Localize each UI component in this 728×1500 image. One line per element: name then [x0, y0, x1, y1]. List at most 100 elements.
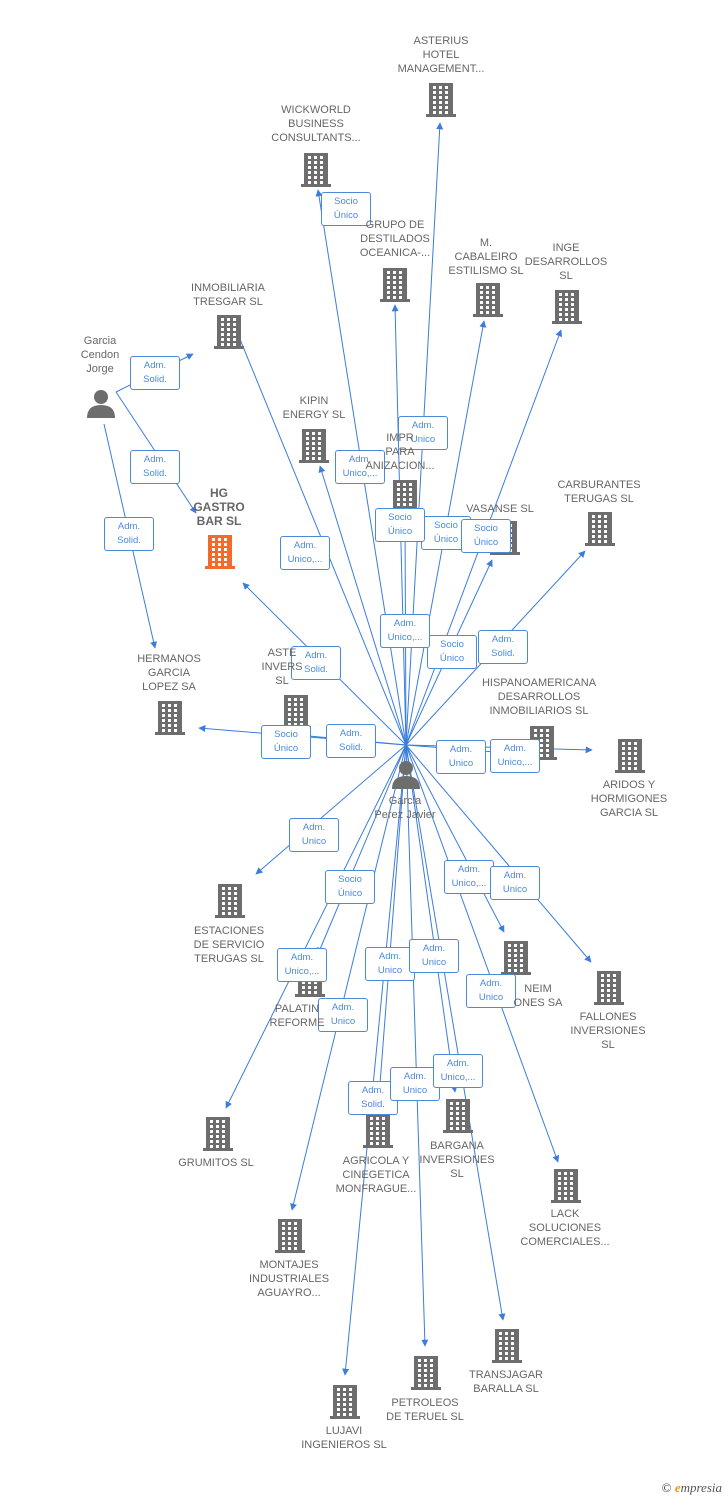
- node-label-fallones[interactable]: FALLONES INVERSIONES SL: [570, 1011, 646, 1051]
- edge-garcia_perez-to-montajes: [290, 744, 407, 1211]
- node-label-montajes[interactable]: MONTAJES INDUSTRIALES AGUAYRO...: [248, 1259, 330, 1299]
- edge-label[interactable]: Adm. Solid.: [326, 724, 376, 758]
- edge-garcia_perez-to-bargana: [405, 744, 458, 1093]
- edge-label[interactable]: Adm. Solid.: [130, 356, 180, 390]
- copyright-symbol: ©: [661, 1480, 672, 1495]
- person-icon[interactable]: [392, 761, 420, 789]
- edge-label[interactable]: Adm. Unico,...: [490, 739, 540, 773]
- edge-label[interactable]: Adm. Unico,...: [433, 1054, 483, 1088]
- node-label-palatin[interactable]: PALATIN REFORME: [269, 1003, 325, 1029]
- company-building-icon[interactable]: [275, 1219, 305, 1253]
- node-label-wickworld[interactable]: WICKWORLD BUSINESS CONSULTANTS...: [271, 104, 361, 144]
- person-icon[interactable]: [87, 390, 115, 418]
- node-label-petroleos[interactable]: PETROLEOS DE TERUEL SL: [386, 1397, 464, 1423]
- node-label-transjagar[interactable]: TRANSJAGAR BARALLA SL: [469, 1369, 543, 1395]
- company-building-icon[interactable]: [203, 1117, 233, 1151]
- edge-label[interactable]: Adm. Unico,...: [277, 948, 327, 982]
- edge-label[interactable]: Adm. Unico: [365, 947, 415, 981]
- edge-label[interactable]: Adm. Unico,...: [380, 614, 430, 648]
- company-building-icon[interactable]: [552, 290, 582, 324]
- company-building-icon[interactable]: [299, 429, 329, 463]
- company-building-icon[interactable]: [492, 1329, 522, 1363]
- node-label-hermanos-garcia[interactable]: HERMANOS GARCIA LOPEZ SA: [137, 653, 201, 693]
- edge-label[interactable]: Adm. Unico: [289, 818, 339, 852]
- node-label-carburantes[interactable]: CARBURANTES TERUGAS SL: [557, 479, 641, 505]
- node-label-inge-desarrollos[interactable]: INGE DESARROLLOS SL: [524, 242, 608, 282]
- node-label-impr-para[interactable]: IMPR PARA ANIZACION...: [365, 432, 435, 472]
- node-label-asterius-hotel[interactable]: ASTERIUS HOTEL MANAGEMENT...: [397, 35, 485, 75]
- edge-label[interactable]: Adm. Solid.: [478, 630, 528, 664]
- company-building-icon[interactable]: [390, 480, 420, 514]
- edge-label[interactable]: Adm. Solid.: [291, 646, 341, 680]
- node-label-neim[interactable]: NEIM ONES SA: [513, 983, 563, 1009]
- company-building-icon[interactable]: [301, 153, 331, 187]
- company-building-icon[interactable]: [551, 1169, 581, 1203]
- edge-garcia_perez-to-lack: [405, 744, 560, 1163]
- edge-garcia_perez-to-neim: [405, 744, 505, 933]
- edge-label[interactable]: Socio Único: [461, 519, 511, 553]
- brand-initial: e: [674, 1480, 681, 1495]
- edge-label[interactable]: Adm. Unico,...: [335, 450, 385, 484]
- node-label-garcia-cendon[interactable]: Garcia Cendon Jorge: [80, 335, 120, 375]
- node-label-estaciones[interactable]: ESTACIONES DE SERVICIO TERUGAS SL: [193, 925, 265, 965]
- node-label-vasanse[interactable]: VASANSE SL: [466, 503, 534, 515]
- node-label-grupo-destilados[interactable]: GRUPO DE DESTILADOS OCEANICA-...: [359, 219, 431, 259]
- edge-garcia_perez-to-grumitos: [225, 744, 407, 1109]
- node-label-inmobiliaria-tresgar[interactable]: INMOBILIARIA TRESGAR SL: [191, 282, 265, 308]
- edge-garcia_perez-to-agricola: [374, 744, 407, 1111]
- company-building-icon[interactable]: [615, 739, 645, 773]
- company-building-icon[interactable]: [443, 1099, 473, 1133]
- company-building-icon[interactable]: [363, 1114, 393, 1148]
- node-label-m-cabaleiro[interactable]: M. CABALEIRO ESTILISMO SL: [448, 237, 524, 277]
- edge-label[interactable]: Adm. Unico: [318, 998, 368, 1032]
- edge-label[interactable]: Adm. Solid.: [104, 517, 154, 551]
- node-label-lack[interactable]: LACK SOLUCIONES COMERCIALES...: [520, 1208, 610, 1248]
- edge-label[interactable]: Socio Único: [261, 725, 311, 759]
- node-label-grumitos[interactable]: GRUMITOS SL: [178, 1157, 254, 1169]
- edge-label[interactable]: Adm. Unico,...: [444, 860, 494, 894]
- company-building-icon[interactable]: [155, 701, 185, 735]
- company-building-icon[interactable]: [281, 695, 311, 729]
- node-label-hg-gastro[interactable]: HG GASTRO BAR SL: [193, 486, 245, 528]
- node-label-aridos[interactable]: ARIDOS Y HORMIGONES GARCIA SL: [590, 779, 668, 819]
- edge-label[interactable]: Socio Único: [427, 635, 477, 669]
- company-building-icon[interactable]: [411, 1356, 441, 1390]
- edge-garcia_perez-to-petroleos: [405, 744, 429, 1347]
- company-building-icon[interactable]: [426, 83, 456, 117]
- node-label-garcia-perez[interactable]: Garcia Perez Javier: [374, 795, 436, 821]
- company-building-icon[interactable]: [380, 268, 410, 302]
- footer-brand: © empresia: [662, 1480, 722, 1496]
- edge-label[interactable]: Adm. Unico: [436, 740, 486, 774]
- edge-label[interactable]: Adm. Unico: [398, 416, 448, 450]
- focus-company-icon[interactable]: [205, 535, 235, 569]
- company-building-icon[interactable]: [473, 283, 503, 317]
- company-building-icon[interactable]: [585, 512, 615, 546]
- edge-label[interactable]: Socio Único: [375, 508, 425, 542]
- edge-label[interactable]: Socio Único: [325, 870, 375, 904]
- company-building-icon[interactable]: [215, 884, 245, 918]
- edge-label[interactable]: Adm. Unico,...: [280, 536, 330, 570]
- edge-label[interactable]: Adm. Unico: [466, 974, 516, 1008]
- company-building-icon[interactable]: [214, 315, 244, 349]
- edge-label[interactable]: Adm. Unico: [409, 939, 459, 973]
- edge-garcia_perez-to-transjagar: [405, 744, 506, 1321]
- node-label-hispanoamericana[interactable]: HISPANOAMERICANA DESARROLLOS INMOBILIARI…: [481, 677, 597, 717]
- edge-garcia_perez-to-estaciones: [255, 744, 407, 875]
- edge-label[interactable]: Adm. Unico: [390, 1067, 440, 1101]
- edge-label[interactable]: Socio Único: [321, 192, 371, 226]
- edge-garcia_perez-to-palatin: [317, 744, 407, 955]
- edge-label[interactable]: Adm. Unico: [490, 866, 540, 900]
- node-label-aster-invers[interactable]: ASTE INVERS SL: [261, 647, 303, 687]
- node-label-lujavi[interactable]: LUJAVI INGENIEROS SL: [301, 1425, 387, 1451]
- edge-garcia_perez-to-lujavi: [342, 744, 407, 1376]
- node-label-agricola[interactable]: AGRICOLA Y CINEGETICA MONFRAGUE...: [335, 1155, 417, 1195]
- edge-garcia_perez-to-kipin: [318, 465, 407, 746]
- brand-name: mpresia: [680, 1480, 722, 1495]
- edge-label[interactable]: Adm. Solid.: [130, 450, 180, 484]
- node-label-bargana[interactable]: BARGANA INVERSIONES SL: [419, 1140, 495, 1180]
- company-building-icon[interactable]: [330, 1385, 360, 1419]
- company-building-icon[interactable]: [501, 941, 531, 975]
- edge-label[interactable]: Adm. Solid.: [348, 1081, 398, 1115]
- node-label-kipin[interactable]: KIPIN ENERGY SL: [282, 395, 346, 421]
- company-building-icon[interactable]: [594, 971, 624, 1005]
